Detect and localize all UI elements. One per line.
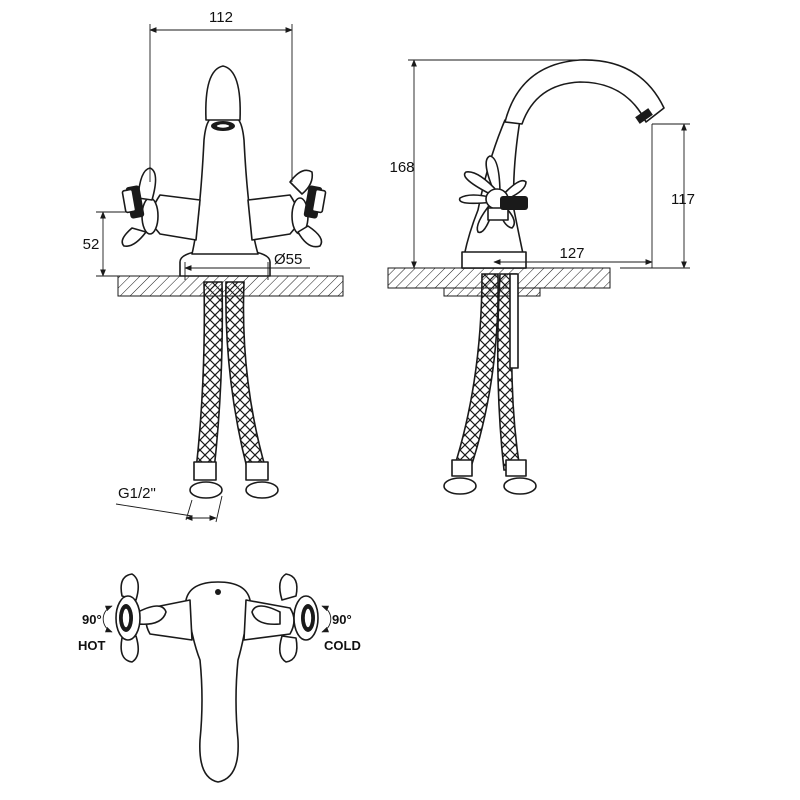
side-reach-label: 127 — [559, 245, 584, 262]
front-diameter-label: Ø55 — [274, 251, 302, 268]
front-view: 112 52 Ø55 G1/2" — [83, 9, 344, 523]
cold-rotation-arc — [321, 605, 332, 633]
front-spout-tip — [205, 65, 241, 121]
side-hose-left — [452, 273, 499, 471]
front-hose-nut-right — [245, 481, 279, 499]
side-spout-height-label: 117 — [671, 191, 695, 208]
side-height-label: 168 — [389, 159, 414, 176]
side-hose-nut-right — [503, 477, 537, 495]
front-height-label: 52 — [83, 236, 100, 253]
front-hose-right — [225, 281, 268, 473]
front-width-label: 112 — [209, 9, 233, 26]
front-thread-label: G1/2" — [118, 485, 156, 502]
top-spout — [185, 581, 251, 783]
front-hose-nut-left — [189, 481, 223, 499]
hot-angle-label: 90° — [82, 612, 102, 627]
side-hose-nut-left — [443, 477, 477, 495]
front-hot-handle — [121, 167, 157, 248]
front-base — [179, 251, 271, 277]
hot-rotation-arc — [102, 605, 113, 633]
top-view: 90° HOT 90° COLD — [78, 573, 361, 783]
top-hot-handle — [115, 573, 167, 663]
front-cold-handle — [289, 169, 327, 248]
top-cold-handle — [251, 573, 319, 663]
cold-label: COLD — [324, 638, 361, 653]
side-view: 168 117 127 — [387, 59, 695, 495]
side-spout — [504, 59, 665, 125]
cold-angle-label: 90° — [332, 612, 352, 627]
front-body — [191, 117, 259, 255]
front-hose-left — [195, 281, 224, 471]
hot-label: HOT — [78, 638, 106, 653]
side-handle — [458, 155, 528, 234]
